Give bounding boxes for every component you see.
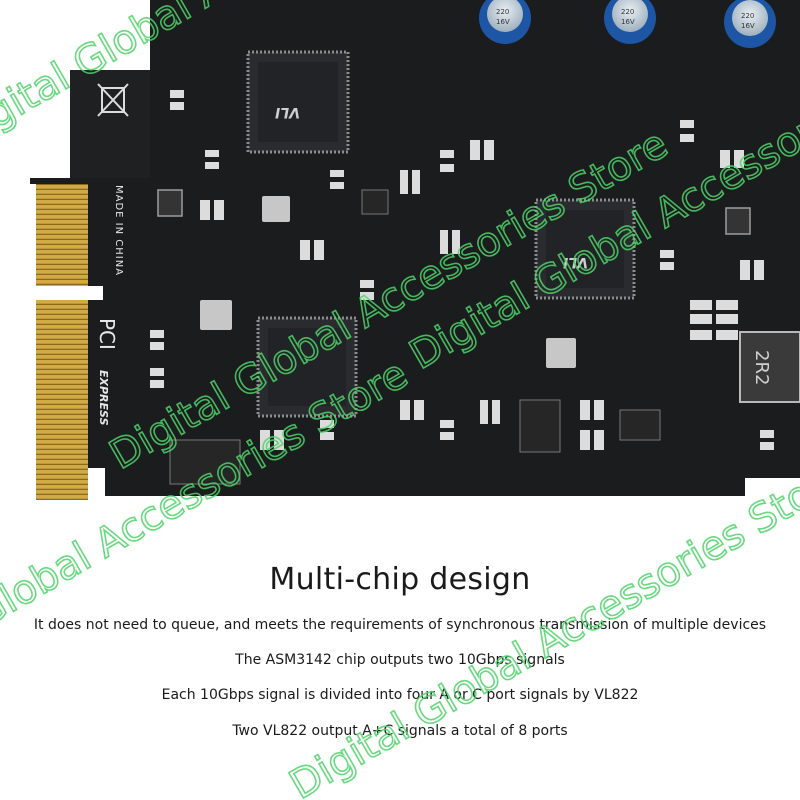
cap-value-1: 220 <box>496 8 509 16</box>
description-line: Each 10Gbps signal is divided into four … <box>161 687 639 703</box>
gold-fingers-lower <box>36 300 88 500</box>
small-ic-4 <box>361 189 389 215</box>
chip-vl822-upper <box>246 50 350 154</box>
weee-symbol <box>97 83 129 117</box>
inductor-marking: 2R2 <box>751 350 772 385</box>
pcb-tab <box>70 70 150 178</box>
crystal-2 <box>200 300 232 330</box>
description-line: It does not need to queue, and meets the… <box>33 617 767 633</box>
small-ic-2 <box>519 399 561 453</box>
crystal-3 <box>546 338 576 368</box>
cap-voltage-2: 16V <box>621 18 635 26</box>
pci-logo-text: PCI <box>95 318 119 350</box>
description-line: Two VL822 output A+C signals a total of … <box>232 723 568 739</box>
crystal-1 <box>262 196 290 222</box>
cap-value-2: 220 <box>621 8 634 16</box>
gold-fingers-upper <box>36 178 88 286</box>
cap-value-3: 220 <box>741 12 754 20</box>
capacitor-2 <box>604 0 656 44</box>
small-ic-1 <box>169 439 241 485</box>
chip-vl822-lower <box>534 198 636 300</box>
inductor-small-1 <box>157 189 183 217</box>
cap-voltage-3: 16V <box>741 22 755 30</box>
description-line: The ASM3142 chip outputs two 10Gbps sign… <box>235 652 565 668</box>
small-ic-3 <box>619 409 661 441</box>
smd-components <box>150 90 774 450</box>
made-in-china-label: MADE IN CHINA <box>113 185 124 276</box>
chip-brand-upper: VLI <box>275 104 300 120</box>
inductor-small-2 <box>725 207 751 235</box>
cap-voltage-1: 16V <box>496 18 510 26</box>
capacitor-1 <box>479 0 531 44</box>
chip-brand-lower: VLI <box>563 254 588 270</box>
chip-asm3142 <box>256 316 358 418</box>
capacitor-3 <box>724 0 776 48</box>
express-logo-text: EXPRESS <box>97 370 110 426</box>
inductor-large <box>739 331 800 403</box>
section-heading: Multi-chip design <box>269 562 531 597</box>
